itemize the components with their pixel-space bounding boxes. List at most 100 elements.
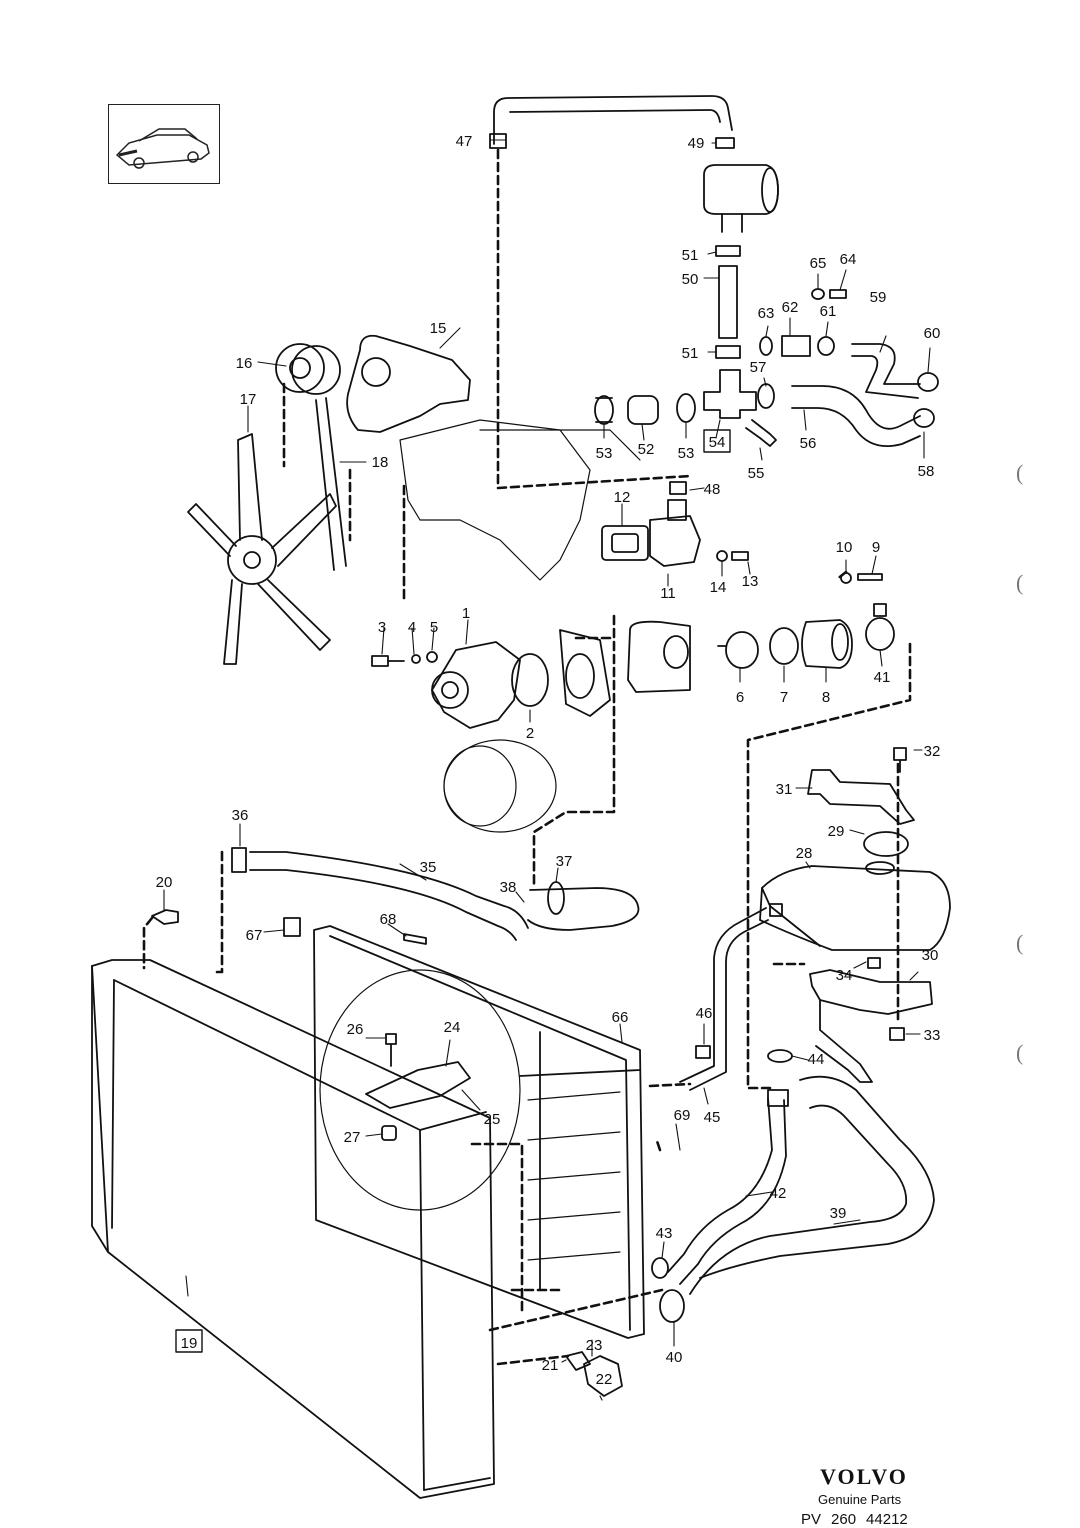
hose <box>851 343 921 385</box>
heater-valve <box>703 164 779 215</box>
callout-35: 35 <box>420 859 437 876</box>
filler-neck <box>865 861 895 875</box>
callout-4: 4 <box>408 619 416 636</box>
hose-clamp <box>865 617 895 651</box>
pump-gasket <box>511 653 549 707</box>
callout-66: 66 <box>612 1009 629 1026</box>
callout-32: 32 <box>924 743 941 760</box>
pump-housing <box>559 629 611 717</box>
crank-pulley <box>443 739 557 833</box>
hose-clamp <box>767 1049 793 1063</box>
overflow-hose <box>679 907 767 1083</box>
callout-51: 51 <box>682 345 699 362</box>
ref-prefix: PV <box>801 1511 822 1528</box>
callout-55: 55 <box>748 465 765 482</box>
callout-61: 61 <box>820 303 837 320</box>
washer <box>426 651 438 663</box>
callout-20: 20 <box>156 874 173 891</box>
callout-13: 13 <box>742 573 759 590</box>
bolt <box>371 655 389 667</box>
hose-clamp <box>817 336 835 356</box>
tank-cap <box>863 831 909 857</box>
callout-17: 17 <box>240 391 257 408</box>
bolt <box>731 551 749 561</box>
temp-sensor <box>151 909 179 925</box>
thermostat-outlet <box>801 619 853 669</box>
hose-sleeve <box>627 395 659 425</box>
callout-67: 67 <box>246 927 263 944</box>
callout-57: 57 <box>750 359 767 376</box>
callout-8: 8 <box>822 689 830 706</box>
pulley <box>275 343 325 393</box>
callout-14: 14 <box>710 579 727 596</box>
callout-49: 49 <box>688 135 705 152</box>
brand-subtitle: Genuine Parts <box>818 1492 902 1507</box>
callout-54: 54 <box>709 434 726 451</box>
callout-3: 3 <box>378 619 386 636</box>
callout-48: 48 <box>704 481 721 498</box>
pump-bracket <box>346 334 471 433</box>
bushing <box>381 1125 397 1141</box>
fan-motor-cover <box>319 969 521 1211</box>
tank-bracket <box>807 769 915 825</box>
callout-29: 29 <box>828 823 845 840</box>
screw <box>403 933 427 945</box>
thermostat-cover <box>627 620 691 693</box>
callout-38: 38 <box>500 879 517 896</box>
margin-mark: ( <box>1016 930 1024 955</box>
bolt <box>893 747 907 773</box>
ref-code-1: 260 <box>831 1511 857 1528</box>
callout-52: 52 <box>638 441 655 458</box>
callout-56: 56 <box>800 435 817 452</box>
thermostat-housing <box>649 515 701 567</box>
drive-belt <box>315 397 347 571</box>
callout-42: 42 <box>770 1185 787 1202</box>
callout-47: 47 <box>456 133 473 150</box>
callout-18: 18 <box>372 454 389 471</box>
pipe <box>718 265 738 339</box>
callout-6: 6 <box>736 689 744 706</box>
mounting-bracket <box>365 1061 471 1109</box>
margin-mark: ( <box>1016 1040 1024 1065</box>
callout-69: 69 <box>674 1107 691 1124</box>
callout-45: 45 <box>704 1109 721 1126</box>
callout-19: 19 <box>181 1335 198 1352</box>
callout-68: 68 <box>380 911 397 928</box>
upper-radiator-hose <box>249 851 529 929</box>
callout-40: 40 <box>666 1349 683 1366</box>
hose-clip <box>695 1045 711 1059</box>
drain-plug <box>565 1351 591 1371</box>
gasket <box>601 525 649 561</box>
callout-33: 33 <box>924 1027 941 1044</box>
reference-code: PV 260 44212 <box>801 1511 918 1528</box>
washer <box>759 336 773 356</box>
callout-53: 53 <box>596 445 613 462</box>
hose-clamp <box>715 245 741 257</box>
lower-radiator-hose <box>699 1075 935 1279</box>
expansion-tank <box>759 865 951 951</box>
hose-clamp <box>917 372 939 392</box>
hose-clamp <box>715 137 735 149</box>
callout-2: 2 <box>526 725 534 742</box>
engine-block <box>399 419 591 581</box>
washer <box>811 288 825 300</box>
valve-body <box>781 335 811 357</box>
bolt <box>857 573 883 581</box>
thermostat <box>725 631 759 669</box>
drain-bracket <box>583 1355 623 1397</box>
water-pump <box>431 641 521 729</box>
o-ring <box>769 627 799 665</box>
hose-clamp <box>715 345 741 359</box>
bolt <box>829 289 847 299</box>
heater-hose <box>791 385 921 430</box>
callout-5: 5 <box>430 619 438 636</box>
callout-1: 1 <box>462 605 470 622</box>
fan-shroud <box>313 925 645 1339</box>
callout-11: 11 <box>660 585 676 602</box>
washer <box>411 654 421 664</box>
callout-44: 44 <box>808 1051 825 1068</box>
hose-clamp <box>651 1257 669 1279</box>
callout-26: 26 <box>347 1021 364 1038</box>
ref-code-2: 44212 <box>866 1511 908 1528</box>
